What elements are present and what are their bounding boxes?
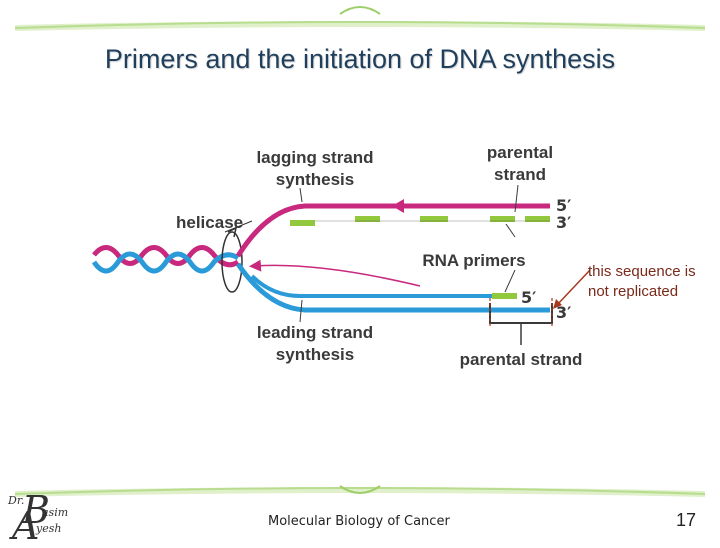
slide-title: Primers and the initiation of DNA synthe… [104, 44, 616, 74]
bottom-parental-strand [235, 262, 550, 313]
label-leading-line1: leading strand [257, 323, 373, 342]
pointer-rna-primers-2 [504, 269, 516, 293]
label-lagging-line1: lagging strand [256, 148, 373, 167]
page-number: 17 [676, 510, 697, 530]
helix-blue-strand [91, 251, 240, 274]
pointer-lagging-label [299, 187, 303, 203]
note-pointer-arrow [556, 269, 591, 306]
top-decorative-rule [14, 6, 706, 31]
pointer-rna-primers-1 [505, 223, 516, 238]
label-parental-top-line1: parental [487, 143, 553, 162]
top-strand-arrow [392, 199, 404, 213]
dna-replication-fork-diagram: lagging strand synthesis parental strand… [91, 143, 591, 369]
label-parental-bottom: parental strand [460, 350, 583, 369]
note-pointer-arrowhead [553, 299, 562, 309]
top-parental-strand [235, 203, 550, 258]
leading-strand [250, 274, 492, 298]
pointer-leading-label [299, 299, 303, 323]
helicase-rotation-icon [221, 231, 243, 293]
label-leading-line2: synthesis [276, 345, 354, 364]
label-parental-top-line2: strand [494, 165, 546, 184]
label-bottom-5-prime: 5′ [521, 288, 536, 307]
label-lagging-line2: synthesis [276, 170, 354, 189]
label-top-3-prime: 3′ [556, 213, 571, 232]
label-bottom-3-prime: 3′ [556, 303, 571, 322]
label-top-5-prime: 5′ [556, 196, 571, 215]
unreplicated-note: this sequence is not replicated [588, 263, 696, 300]
label-rna-primers: RNA primers [422, 251, 525, 270]
helix-pink-strand [92, 245, 240, 268]
bottom-decorative-rule [14, 485, 706, 497]
footer-course-title: Molecular Biology of Cancer [268, 514, 450, 529]
lagging-synthesis-arrow [249, 259, 421, 287]
pointer-parental-top [514, 184, 519, 213]
label-helicase: helicase [176, 213, 243, 232]
